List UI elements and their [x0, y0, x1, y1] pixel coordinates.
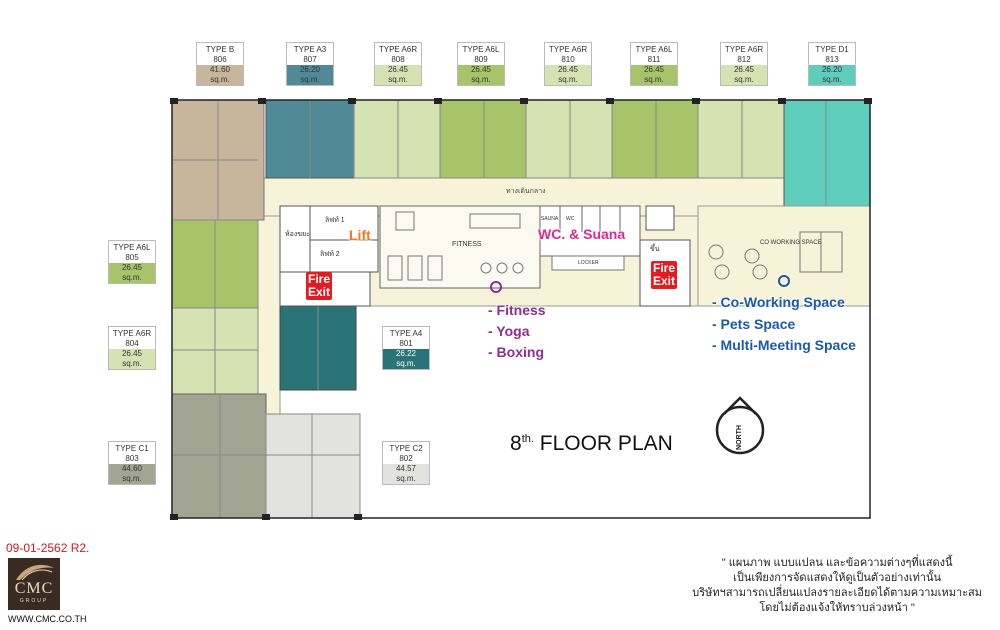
unit-810[interactable]: [525, 99, 613, 179]
corridor-label: ทางเดินกลาง: [506, 188, 546, 195]
coworking-zone: [697, 205, 871, 307]
wc-suana-callout: WC. & Suana: [538, 226, 626, 242]
service-room-east: [645, 205, 675, 231]
coworking-marker: [778, 275, 790, 287]
lift1-label: ลิฟท์ 1: [325, 217, 345, 224]
trash-room-label: ห้องขยะ: [285, 231, 310, 238]
unit-809[interactable]: [439, 99, 527, 179]
unit-803[interactable]: [171, 393, 267, 519]
north-label: NORTH: [735, 425, 743, 450]
pets-item: - Pets Space: [712, 316, 796, 332]
fitness-room: [379, 205, 541, 289]
fitness-marker: [490, 281, 502, 293]
fire-exit-west-top: Fire: [308, 272, 331, 286]
multimeeting-item: - Multi-Meeting Space: [712, 337, 856, 353]
wc-sauna-block: [539, 205, 641, 257]
stair-label: ขึ้น: [650, 246, 660, 253]
fire-exit-east-bottom: Exit: [653, 274, 676, 288]
cmc-logo: CMC GROUP: [8, 558, 60, 610]
lift-core: [279, 205, 379, 273]
fitness-item: - Fitness: [488, 302, 546, 318]
unit-802[interactable]: [265, 413, 361, 519]
brand-url: WWW.CMC.CO.TH: [8, 614, 87, 624]
page-title: 8th. FLOOR PLAN: [510, 432, 673, 455]
unit-808[interactable]: [353, 99, 441, 179]
coworking-room-label: CO WORKING SPACE: [760, 240, 822, 246]
feather-icon: [16, 564, 54, 581]
coworking-item: - Co-Working Space: [712, 294, 845, 310]
unit-813[interactable]: [783, 99, 871, 207]
brand-group: GROUP: [19, 598, 49, 604]
lift-callout: Lift: [349, 227, 371, 243]
unit-811[interactable]: [611, 99, 699, 179]
disclaimer-line: " แผนภาพ แบบแปลน และข้อความต่างๆที่แสดงน…: [721, 557, 953, 569]
fire-exit-east-top: Fire: [653, 261, 676, 275]
unit-812[interactable]: [697, 99, 785, 179]
locker-area: [551, 255, 625, 271]
wc-label: WC: [566, 216, 575, 222]
locker-label: LOCKER: [578, 260, 599, 266]
brand-name: CMC: [14, 580, 54, 597]
revision-date: 09-01-2562 R2.: [6, 541, 90, 555]
disclaimer: " แผนภาพ แบบแปลน และข้อความต่างๆที่แสดงน…: [692, 556, 982, 616]
disclaimer-line: เป็นเพียงการจัดแสดงให้ดูเป็นตัวอย่างเท่า…: [733, 572, 942, 584]
disclaimer-line: บริษัทฯสามารถเปลี่ยนแปลงรายละเอียดได้ตาม…: [692, 587, 982, 599]
sauna-label: SAUNA: [541, 216, 559, 222]
fitness-room-label: FITNESS: [452, 241, 482, 248]
yoga-item: - Yoga: [488, 323, 530, 339]
north-arrow: [715, 396, 765, 455]
boxing-item: - Boxing: [488, 344, 544, 360]
lift2-label: ลิฟท์ 2: [320, 251, 340, 258]
disclaimer-line: โดยไม่ต้องแจ้งให้ทราบล่วงหน้า ": [759, 602, 915, 614]
west-corridor: [257, 215, 281, 415]
fire-exit-west-bottom: Exit: [308, 285, 331, 299]
